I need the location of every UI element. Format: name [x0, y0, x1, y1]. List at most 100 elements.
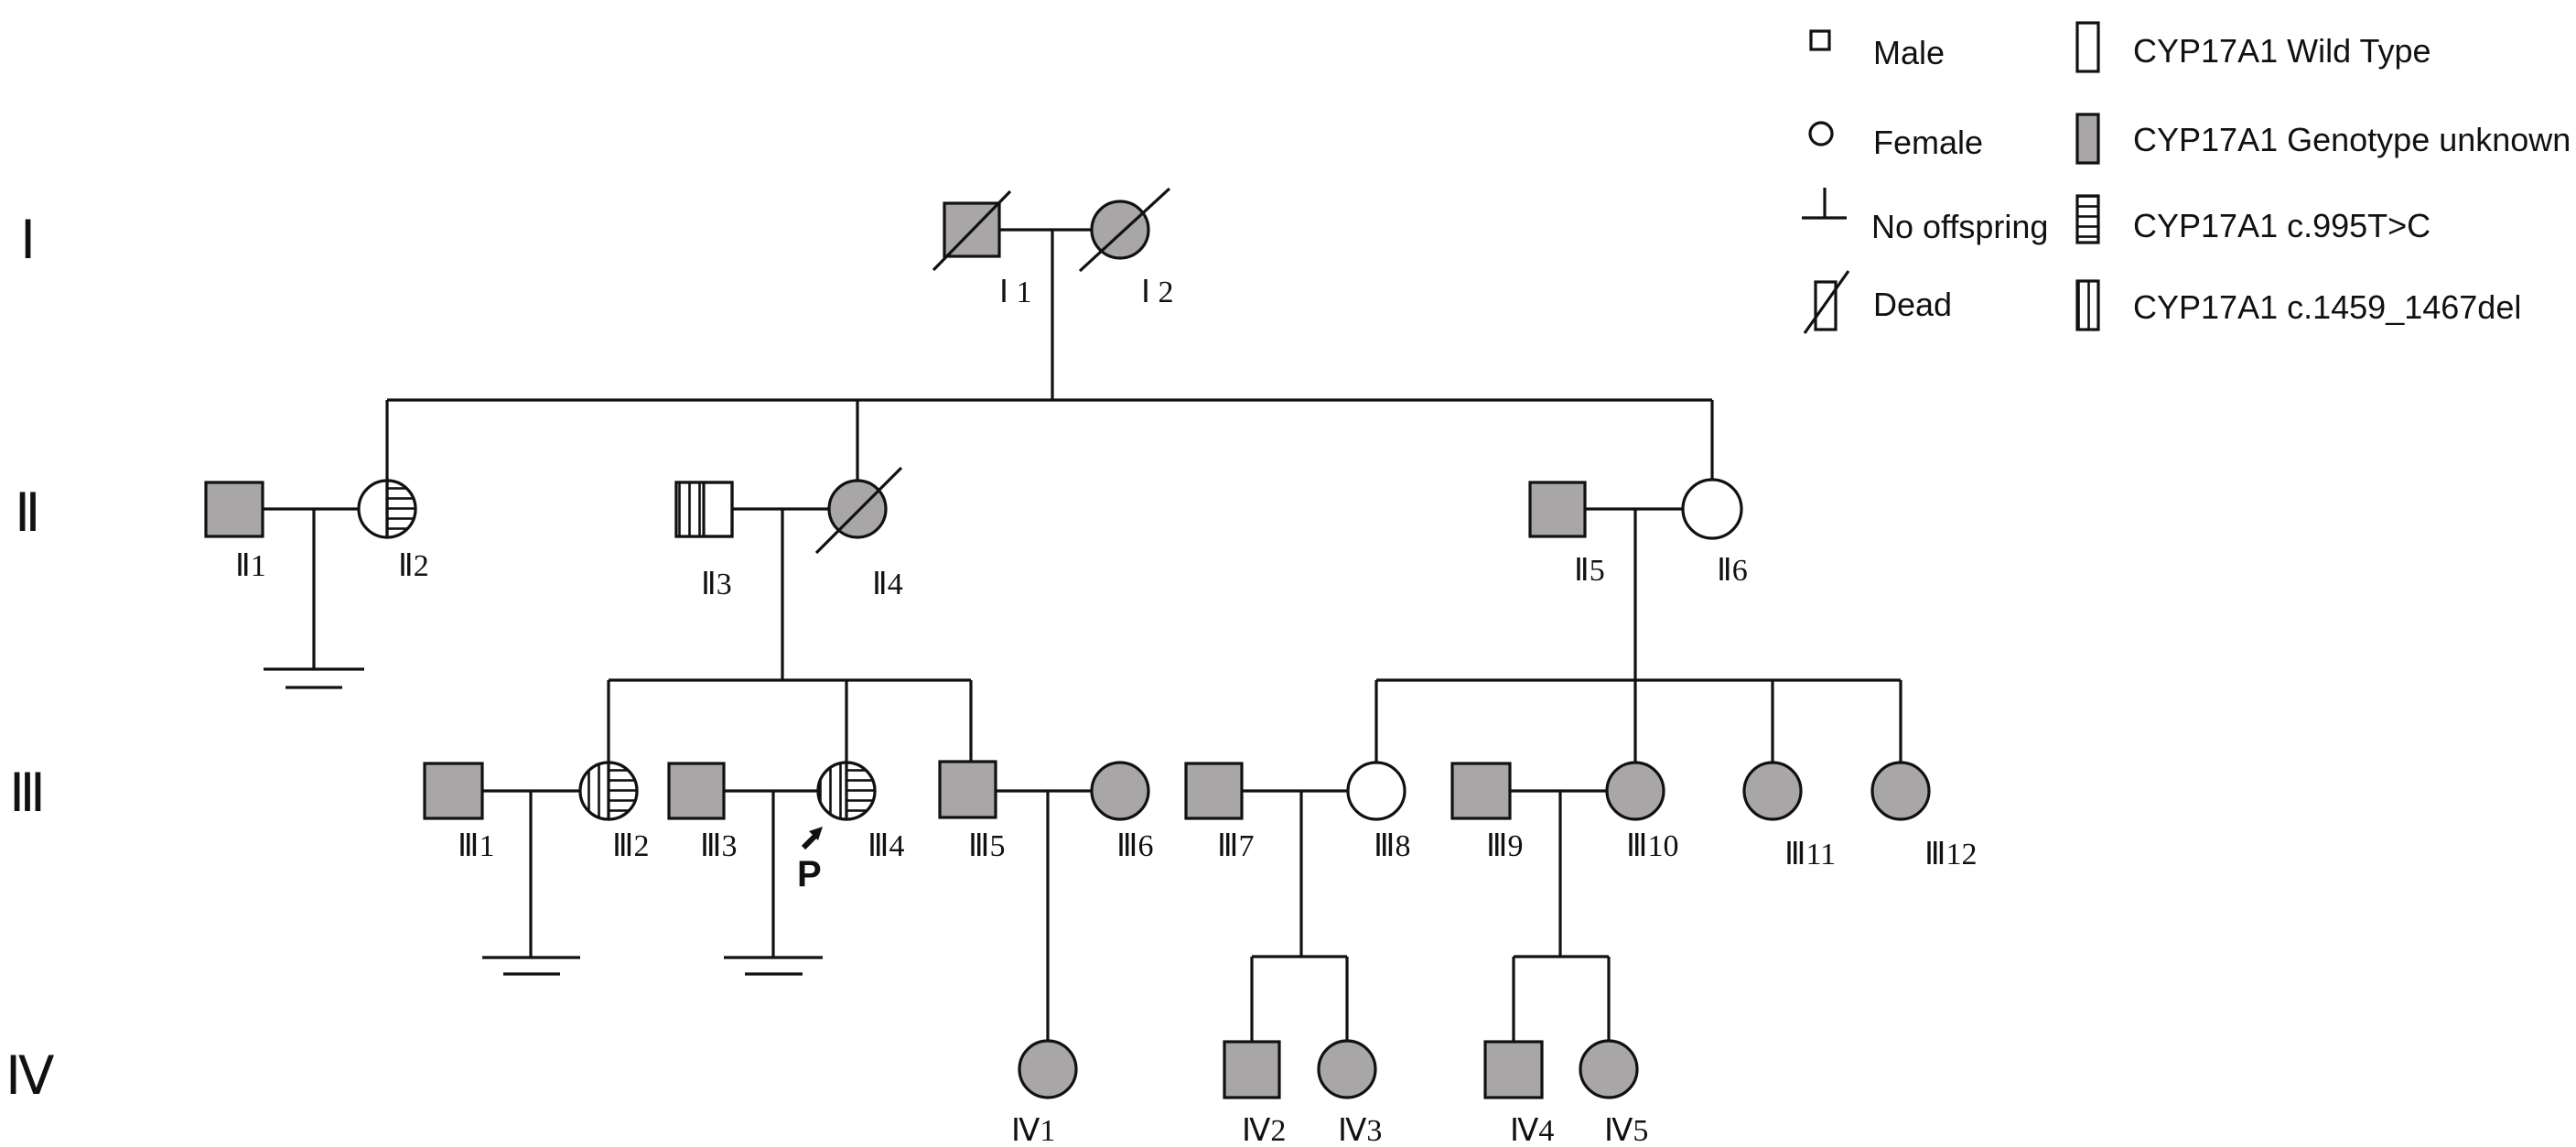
female-symbol — [1579, 1039, 1639, 1099]
male-symbol — [1450, 762, 1512, 820]
c1459-half-fill — [818, 763, 846, 819]
female-symbol — [1090, 761, 1150, 821]
c995-legend-swatch — [2075, 194, 2100, 244]
generation-label-iv: Ⅳ — [5, 1046, 55, 1106]
individual-label: Ⅱ4 — [872, 568, 903, 601]
individual-ii5: Ⅱ5 — [1528, 481, 1605, 588]
c1459-half-fill — [676, 482, 704, 536]
individual-label: Ⅲ7 — [1217, 829, 1254, 863]
male-symbol — [1528, 481, 1587, 538]
individual-ii2: Ⅱ2 — [357, 479, 429, 583]
individual-label: Ⅳ3 — [1338, 1114, 1382, 1147]
individual-label: Ⅱ6 — [1717, 554, 1748, 588]
individual-ii1: Ⅱ1 — [204, 481, 266, 583]
male-symbol — [1223, 1040, 1281, 1099]
legend-label-male: Male — [1873, 34, 1945, 71]
deceased-slash — [814, 466, 903, 555]
individual-label: Ⅲ10 — [1626, 829, 1678, 863]
individual-label: Ⅲ3 — [700, 829, 737, 863]
female-symbol — [1317, 1039, 1377, 1099]
male-legend-icon — [1809, 29, 1831, 51]
individual-iii2: Ⅲ2 — [578, 761, 649, 863]
legend-item-male: Male — [1809, 29, 1945, 71]
legend-label-dead: Dead — [1873, 286, 1952, 323]
female-symbol — [1742, 761, 1803, 821]
female-symbol — [1681, 478, 1743, 540]
generation-label-iii: Ⅲ — [9, 763, 46, 823]
c995-half-fill — [385, 479, 417, 539]
legend-label-no-offspring: No offspring — [1871, 208, 2048, 245]
c1459-legend-swatch — [2075, 279, 2100, 331]
legend-item-dead: Dead — [1803, 270, 1952, 334]
individual-iii8: Ⅲ8 — [1346, 761, 1410, 863]
individuals: Ⅰ 1 Ⅰ 2 Ⅱ1 Ⅱ2 Ⅱ3 Ⅱ4 — [204, 187, 1977, 1147]
individual-label: Ⅱ3 — [701, 568, 732, 601]
individual-label: Ⅱ2 — [398, 549, 429, 583]
female-legend-icon — [1808, 121, 1834, 146]
individual-ii3: Ⅱ3 — [674, 481, 734, 601]
legend-item-no-offspring: No offspring — [1802, 188, 2048, 245]
individual-i2: Ⅰ 2 — [1078, 187, 1174, 309]
generation-label-i: Ⅰ — [20, 211, 36, 270]
proband-label: P — [797, 854, 822, 894]
legend-item-wild-type: CYP17A1 Wild Type — [2075, 21, 2431, 73]
deceased-slash — [932, 189, 1012, 272]
individual-label: Ⅲ4 — [868, 829, 904, 863]
individual-label: Ⅰ 1 — [999, 276, 1032, 309]
individual-label: Ⅳ4 — [1510, 1114, 1554, 1147]
individual-label: Ⅲ11 — [1784, 838, 1836, 871]
individual-iv4: Ⅳ4 — [1483, 1040, 1554, 1147]
individual-label: Ⅲ8 — [1374, 829, 1410, 863]
individual-i1: Ⅰ 1 — [932, 189, 1032, 309]
individual-iii6: Ⅲ6 — [1090, 761, 1153, 863]
individual-iii5: Ⅲ5 — [938, 760, 1005, 863]
individual-iii4: Ⅲ4 — [816, 761, 904, 863]
individual-iii7: Ⅲ7 — [1184, 762, 1254, 863]
legend-item-c1459: CYP17A1 c.1459_1467del — [2075, 279, 2521, 331]
individual-label: Ⅳ2 — [1242, 1114, 1286, 1147]
legend-item-female: Female — [1808, 121, 1983, 161]
male-symbol — [1483, 1040, 1544, 1099]
genotype-unknown-legend-swatch — [2075, 113, 2100, 165]
individual-iv2: Ⅳ2 — [1223, 1040, 1286, 1147]
individual-label: Ⅱ5 — [1574, 554, 1605, 588]
individual-label: Ⅳ5 — [1604, 1114, 1648, 1147]
female-symbol — [1346, 761, 1407, 821]
individual-iv1: Ⅳ1 — [1011, 1039, 1078, 1147]
legend-label-genotype-unknown: CYP17A1 Genotype unknown — [2133, 121, 2571, 158]
male-symbol — [204, 481, 264, 538]
female-symbol — [1605, 761, 1665, 821]
individual-label: Ⅱ1 — [235, 549, 266, 583]
male-symbol — [423, 762, 484, 820]
legend-item-genotype-unknown: CYP17A1 Genotype unknown — [2075, 113, 2571, 165]
generation-label-ii: Ⅱ — [15, 483, 41, 543]
individual-label: Ⅲ12 — [1924, 838, 1977, 871]
legend-label-female: Female — [1873, 124, 1983, 161]
c995-half-fill — [846, 763, 875, 819]
legend-label-c995: CYP17A1 c.995T>C — [2133, 207, 2430, 244]
individual-iv5: Ⅳ5 — [1579, 1039, 1648, 1147]
wild-type-legend-swatch — [2075, 21, 2100, 73]
female-symbol — [827, 479, 888, 539]
dead-legend-slash — [1803, 270, 1850, 334]
legend-item-c995: CYP17A1 c.995T>C — [2075, 194, 2430, 244]
individual-iii11: Ⅲ11 — [1742, 761, 1836, 871]
individual-iii10: Ⅲ10 — [1605, 761, 1678, 863]
pedigree-lines — [263, 228, 1902, 1042]
individual-iii12: Ⅲ12 — [1870, 761, 1977, 871]
female-symbol — [1090, 200, 1150, 260]
individual-iii9: Ⅲ9 — [1450, 762, 1523, 863]
individual-iii3: Ⅲ3 — [667, 762, 737, 863]
individual-iii1: Ⅲ1 — [423, 762, 494, 863]
individual-label: Ⅳ1 — [1011, 1114, 1055, 1147]
individual-label: Ⅲ5 — [968, 829, 1005, 863]
legend: Male Female No offspring Dead CYP17A1 Wi… — [1802, 21, 2571, 334]
individual-ii4: Ⅱ4 — [814, 466, 903, 601]
male-symbol — [938, 760, 997, 819]
legend-label-c1459: CYP17A1 c.1459_1467del — [2133, 288, 2521, 326]
c995-half-fill — [609, 763, 637, 819]
proband-marker: P — [797, 827, 823, 894]
individual-label: Ⅲ2 — [612, 829, 649, 863]
deceased-slash — [1078, 187, 1171, 273]
male-symbol — [1184, 762, 1244, 820]
